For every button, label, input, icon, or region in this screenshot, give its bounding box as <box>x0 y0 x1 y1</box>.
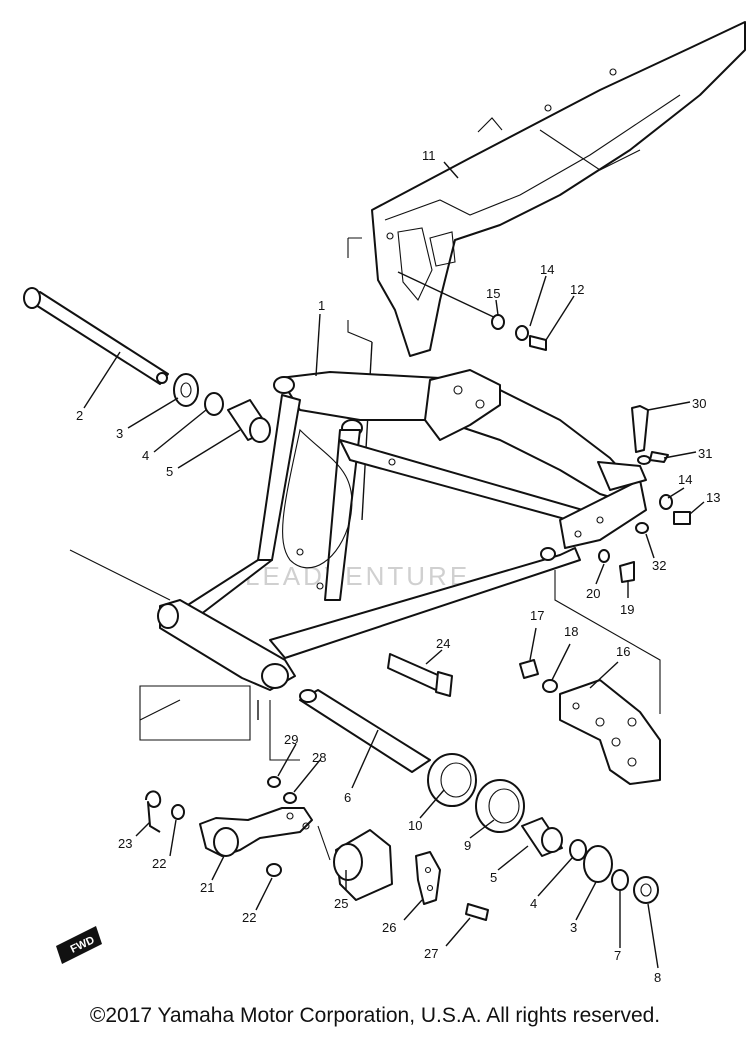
washer-7 <box>611 869 629 891</box>
rear-fender-part <box>371 21 746 357</box>
label-20: 20 <box>586 586 600 601</box>
label-7: 7 <box>614 948 621 963</box>
washer-18 <box>542 679 558 693</box>
label-12: 12 <box>570 282 584 297</box>
bearing-3-lower <box>583 845 613 883</box>
label-8: 8 <box>654 970 661 985</box>
label-31: 31 <box>698 446 712 461</box>
label-18: 18 <box>564 624 578 639</box>
nut-29 <box>267 776 281 788</box>
part-labels: 11 15 14 12 1 2 3 4 5 30 31 14 13 32 20 … <box>76 148 720 985</box>
label-14a: 14 <box>540 262 554 277</box>
washer-4-lower <box>569 839 587 861</box>
fwd-badge: FWD <box>56 926 102 964</box>
label-15: 15 <box>486 286 500 301</box>
bolt-12 <box>529 335 547 351</box>
bracket-16 <box>559 679 661 785</box>
label-28: 28 <box>312 750 326 765</box>
label-2: 2 <box>76 408 83 423</box>
nut-32 <box>635 522 649 534</box>
label-1: 1 <box>318 298 325 313</box>
label-4b: 4 <box>530 896 537 911</box>
label-14b: 14 <box>678 472 692 487</box>
label-6: 6 <box>344 790 351 805</box>
washer-22-lower <box>266 863 282 877</box>
label-9: 9 <box>464 838 471 853</box>
bolt-27 <box>465 903 489 921</box>
label-29: 29 <box>284 732 298 747</box>
washer-20 <box>598 549 610 563</box>
label-4a: 4 <box>142 448 149 463</box>
label-10: 10 <box>408 818 422 833</box>
label-11: 11 <box>422 148 436 163</box>
washer-28 <box>283 792 297 804</box>
seal-10 <box>427 753 477 807</box>
washer-14-top <box>515 325 529 341</box>
bolt-13 <box>673 511 691 525</box>
bearing-part <box>173 373 199 407</box>
nut-8 <box>633 876 659 904</box>
label-13: 13 <box>706 490 720 505</box>
bolt-19 <box>619 561 635 583</box>
screw-31 <box>649 451 669 463</box>
pivot-shaft-part <box>23 287 169 385</box>
leader-lines <box>83 161 705 969</box>
copyright-notice: ©2017 Yamaha Motor Corporation, U.S.A. A… <box>89 1004 661 1027</box>
watermark: LEADVENTURE <box>245 561 470 591</box>
label-25: 25 <box>334 896 348 911</box>
label-22a: 22 <box>152 856 166 871</box>
washer-part <box>204 392 224 416</box>
washer-22-upper <box>171 804 185 820</box>
label-30: 30 <box>692 396 706 411</box>
label-23: 23 <box>118 836 132 851</box>
frame-part <box>157 369 647 691</box>
label-5b: 5 <box>490 870 497 885</box>
spring-23 <box>145 790 162 833</box>
label-16: 16 <box>616 644 630 659</box>
label-21: 21 <box>200 880 214 895</box>
label-27: 27 <box>424 946 438 961</box>
label-26: 26 <box>382 920 396 935</box>
label-24: 24 <box>436 636 450 651</box>
label-17: 17 <box>530 608 544 623</box>
bolt-30 <box>631 405 649 453</box>
bolt-17 <box>519 659 539 679</box>
collar-15 <box>491 314 505 330</box>
bracket-26 <box>415 851 441 905</box>
label-3a: 3 <box>116 426 123 441</box>
label-22b: 22 <box>242 910 256 925</box>
label-3b: 3 <box>570 920 577 935</box>
washer-14-right <box>659 494 673 510</box>
label-32: 32 <box>652 558 666 573</box>
label-19: 19 <box>620 602 634 617</box>
label-5a: 5 <box>166 464 173 479</box>
seal-9 <box>475 779 525 833</box>
